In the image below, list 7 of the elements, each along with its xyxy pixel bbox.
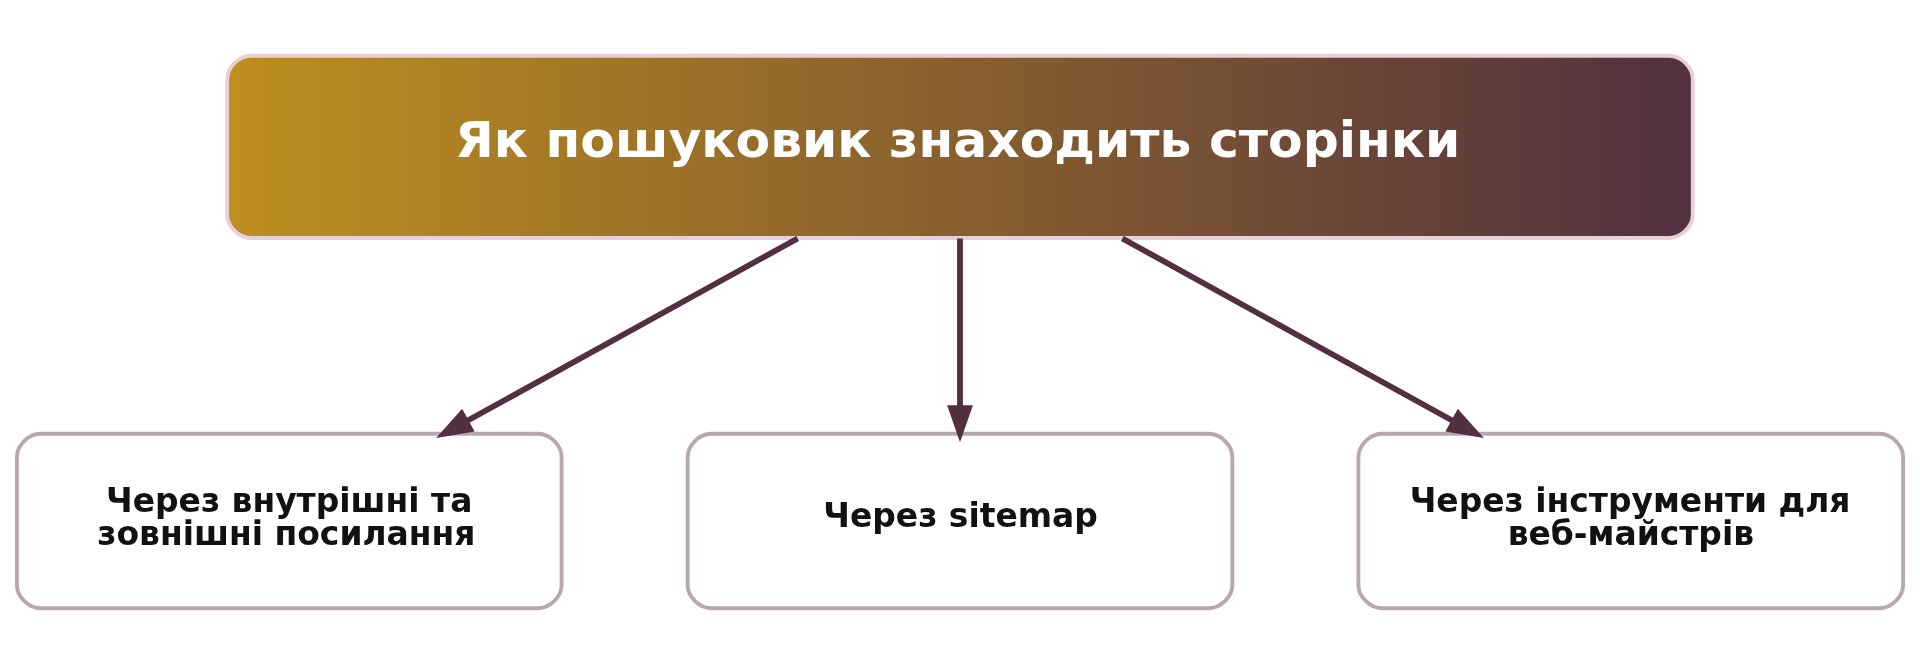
arrow [1120, 235, 1484, 439]
node-box: Через внутрішні та зовнішні посилання [14, 431, 564, 611]
node-box: Через sitemap [685, 431, 1235, 611]
node-box: Як пошуковик знаходить сторінки [225, 53, 1695, 240]
arrow [947, 238, 973, 443]
node-box: Через інструменти для веб-майстрів [1356, 431, 1906, 611]
arrow [436, 235, 800, 439]
